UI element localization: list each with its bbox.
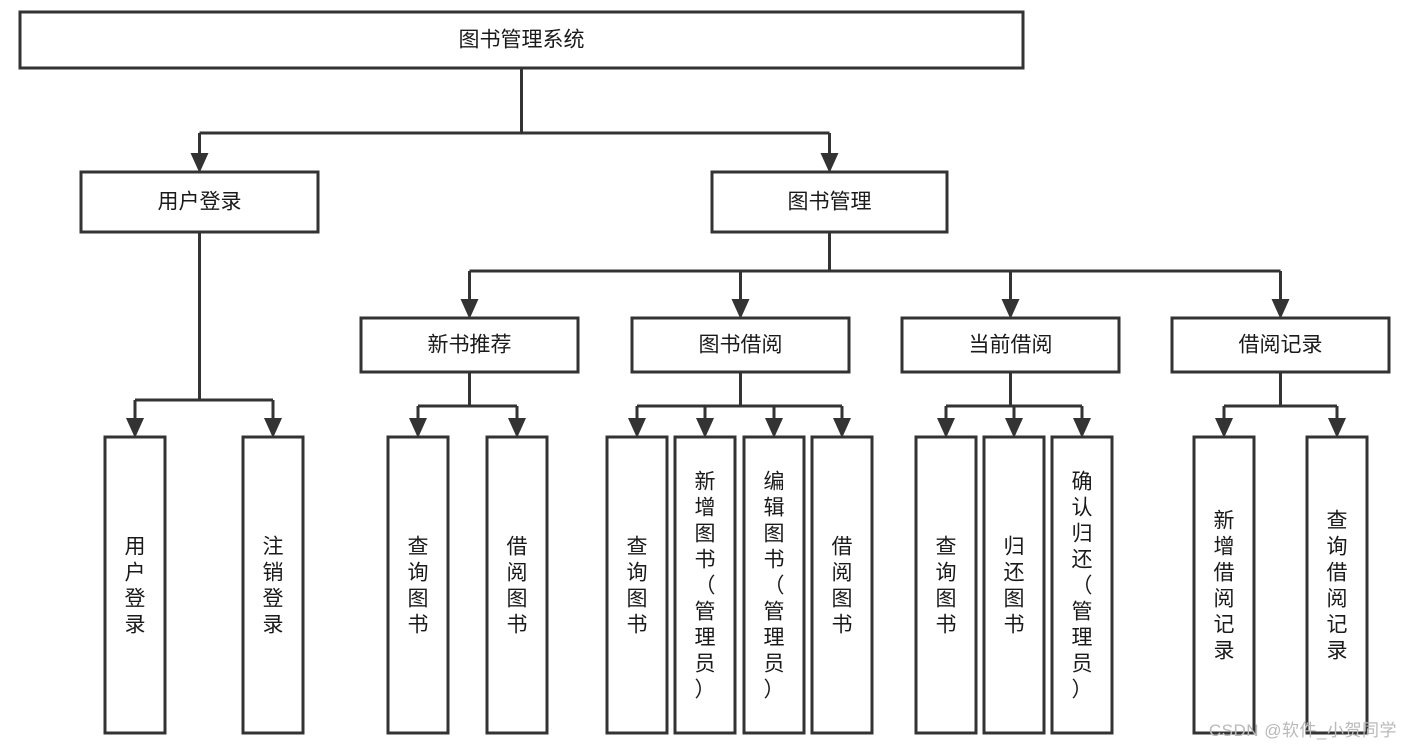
node-box-leaf-borrow-book[interactable] xyxy=(810,435,874,735)
connector-group-borrow-record xyxy=(1215,372,1346,438)
node-box-current-borrow[interactable] xyxy=(900,316,1121,374)
node-leaf-query-record[interactable]: 查询借阅记录 xyxy=(1305,435,1369,735)
connector-group-new-book-rec xyxy=(409,372,526,438)
arrow-head-icon xyxy=(409,418,427,438)
node-label-borrow-record: 借阅记录 xyxy=(1239,334,1323,357)
node-label-leaf-confirm-return: 确认归还（管理员） xyxy=(1072,470,1093,701)
node-label-leaf-borrow-book: 借阅图书 xyxy=(832,535,853,636)
node-leaf-return-book[interactable]: 归还图书 xyxy=(982,435,1046,735)
arrow-head-icon xyxy=(460,299,479,319)
node-label-leaf-user-login: 用户登录 xyxy=(125,535,146,636)
arrow-head-icon xyxy=(731,299,750,319)
arrow-head-icon xyxy=(508,418,526,438)
node-label-leaf-query-book-rec: 查询图书 xyxy=(408,535,429,636)
node-box-leaf-return-book[interactable] xyxy=(982,435,1046,735)
node-layer: 图书管理系统用户登录图书管理新书推荐图书借阅当前借阅借阅记录用户登录注销登录查询… xyxy=(18,10,1391,735)
connector-group-book-borrow xyxy=(628,372,851,438)
node-box-leaf-query-book-cur[interactable] xyxy=(914,435,978,735)
node-box-leaf-query-book[interactable] xyxy=(605,435,669,735)
node-new-book-rec[interactable]: 新书推荐 xyxy=(359,316,580,374)
csdn-watermark: CSDN @软件_小贺同学 xyxy=(1208,721,1397,740)
node-box-leaf-add-book[interactable] xyxy=(673,435,737,735)
node-leaf-add-record[interactable]: 新增借阅记录 xyxy=(1192,435,1256,735)
node-box-root[interactable] xyxy=(18,10,1025,70)
arrow-head-icon xyxy=(264,418,282,438)
connector-layer xyxy=(126,68,1346,438)
node-label-book-manage: 图书管理 xyxy=(788,191,872,214)
arrow-head-icon xyxy=(765,418,783,438)
node-leaf-borrow-book[interactable]: 借阅图书 xyxy=(810,435,874,735)
node-box-borrow-record[interactable] xyxy=(1170,316,1391,374)
node-box-new-book-rec[interactable] xyxy=(359,316,580,374)
node-label-leaf-edit-book: 编辑图书（管理员） xyxy=(764,470,785,701)
node-leaf-query-book[interactable]: 查询图书 xyxy=(605,435,669,735)
node-borrow-record[interactable]: 借阅记录 xyxy=(1170,316,1391,374)
node-leaf-edit-book[interactable]: 编辑图书（管理员） xyxy=(742,435,806,735)
arrow-head-icon xyxy=(1073,418,1091,438)
node-box-leaf-edit-book[interactable] xyxy=(742,435,806,735)
node-box-leaf-confirm-return[interactable] xyxy=(1050,435,1114,735)
connector-group-root xyxy=(190,68,839,173)
node-box-leaf-logout[interactable] xyxy=(241,435,305,735)
node-current-borrow[interactable]: 当前借阅 xyxy=(900,316,1121,374)
node-label-current-borrow: 当前借阅 xyxy=(969,334,1053,357)
arrow-head-icon xyxy=(126,418,144,438)
arrow-head-icon xyxy=(1271,299,1290,319)
node-label-user-login: 用户登录 xyxy=(158,191,242,214)
node-label-new-book-rec: 新书推荐 xyxy=(428,334,512,357)
node-box-leaf-query-book-rec[interactable] xyxy=(386,435,450,735)
arrow-head-icon xyxy=(696,418,714,438)
node-box-leaf-user-login[interactable] xyxy=(103,435,167,735)
node-label-leaf-add-book: 新增图书（管理员） xyxy=(695,470,716,701)
node-leaf-logout[interactable]: 注销登录 xyxy=(241,435,305,735)
node-label-leaf-return-book: 归还图书 xyxy=(1004,535,1025,636)
node-box-user-login[interactable] xyxy=(79,170,320,234)
node-leaf-user-login[interactable]: 用户登录 xyxy=(103,435,167,735)
node-book-borrow[interactable]: 图书借阅 xyxy=(630,316,851,374)
node-box-leaf-add-record[interactable] xyxy=(1192,435,1256,735)
node-leaf-borrow-book-rec[interactable]: 借阅图书 xyxy=(485,435,549,735)
node-label-leaf-query-record: 查询借阅记录 xyxy=(1327,509,1348,662)
node-user-login[interactable]: 用户登录 xyxy=(79,170,320,234)
node-leaf-query-book-cur[interactable]: 查询图书 xyxy=(914,435,978,735)
arrow-head-icon xyxy=(937,418,955,438)
node-label-leaf-logout: 注销登录 xyxy=(263,535,284,636)
node-box-book-manage[interactable] xyxy=(710,170,949,234)
node-label-leaf-query-book-cur: 查询图书 xyxy=(936,535,957,636)
arrow-head-icon xyxy=(820,153,839,173)
arrow-head-icon xyxy=(1005,418,1023,438)
node-label-book-borrow: 图书借阅 xyxy=(699,334,783,357)
node-box-leaf-query-record[interactable] xyxy=(1305,435,1369,735)
arrow-head-icon xyxy=(1215,418,1233,438)
node-label-leaf-add-record: 新增借阅记录 xyxy=(1214,509,1235,662)
node-leaf-add-book[interactable]: 新增图书（管理员） xyxy=(673,435,737,735)
node-book-manage[interactable]: 图书管理 xyxy=(710,170,949,234)
arrow-head-icon xyxy=(628,418,646,438)
arrow-head-icon xyxy=(833,418,851,438)
connector-group-user-login xyxy=(126,232,282,438)
node-leaf-confirm-return[interactable]: 确认归还（管理员） xyxy=(1050,435,1114,735)
connector-group-book-manage xyxy=(460,232,1290,319)
arrow-head-icon xyxy=(1001,299,1020,319)
connector-group-current-borrow xyxy=(937,372,1091,438)
node-label-leaf-borrow-book-rec: 借阅图书 xyxy=(507,535,528,636)
arrow-head-icon xyxy=(190,153,209,173)
node-label-leaf-query-book: 查询图书 xyxy=(627,535,648,636)
node-root[interactable]: 图书管理系统 xyxy=(18,10,1025,70)
node-leaf-query-book-rec[interactable]: 查询图书 xyxy=(386,435,450,735)
arrow-head-icon xyxy=(1328,418,1346,438)
node-label-root: 图书管理系统 xyxy=(459,29,585,52)
node-box-book-borrow[interactable] xyxy=(630,316,851,374)
node-box-leaf-borrow-book-rec[interactable] xyxy=(485,435,549,735)
